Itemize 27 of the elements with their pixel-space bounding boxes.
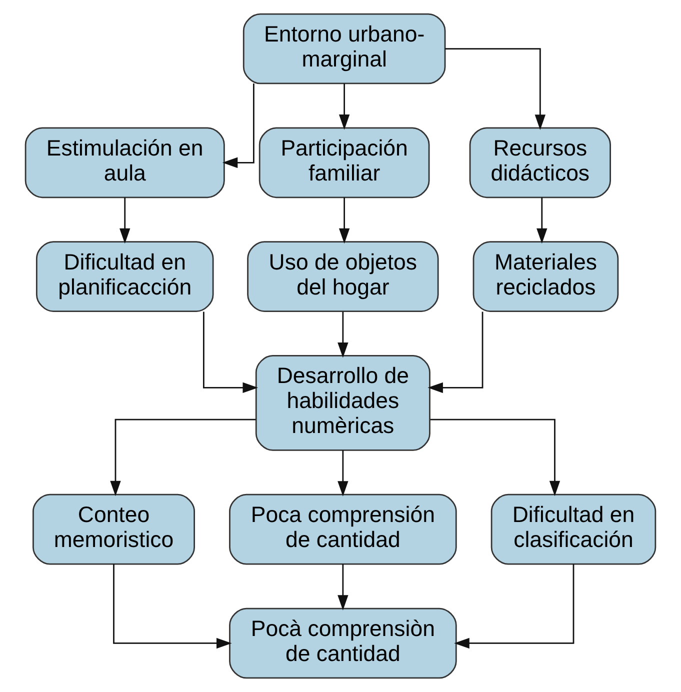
arrow: [113, 564, 232, 649]
node-box: Conteo memoristico: [32, 494, 195, 565]
node-box: Participación familiar: [258, 127, 430, 198]
arrow: [338, 197, 350, 244]
arrow: [428, 312, 484, 394]
arrow: [338, 564, 348, 610]
node-box: Poca comprensión de cantidad: [229, 494, 457, 565]
arrow: [454, 564, 574, 649]
node-box: Estimulación en aula: [24, 127, 225, 198]
arrow: [222, 84, 254, 168]
arrow: [203, 312, 258, 394]
node-box: Entorno urbano-marginal: [242, 13, 446, 84]
arrow: [536, 197, 548, 244]
node-box: Recursos didácticos: [469, 127, 611, 198]
arrow: [338, 312, 348, 358]
node-box: Dificultad en clasificación: [490, 494, 656, 565]
arrow: [445, 48, 546, 130]
arrow: [120, 197, 130, 244]
arrow: [430, 418, 560, 496]
node-box: Desarrollo de habilidades numèricas: [255, 355, 430, 451]
arrow: [338, 450, 348, 496]
node-box: Dificultad en planificacción: [36, 241, 214, 312]
node-box: Materiales reciclados: [472, 241, 619, 312]
node-box: Uso de objetos del hogar: [247, 241, 439, 312]
node-box: Pocà comprensiòn de cantidad: [229, 608, 457, 679]
arrow: [338, 84, 350, 130]
arrow: [110, 418, 256, 496]
